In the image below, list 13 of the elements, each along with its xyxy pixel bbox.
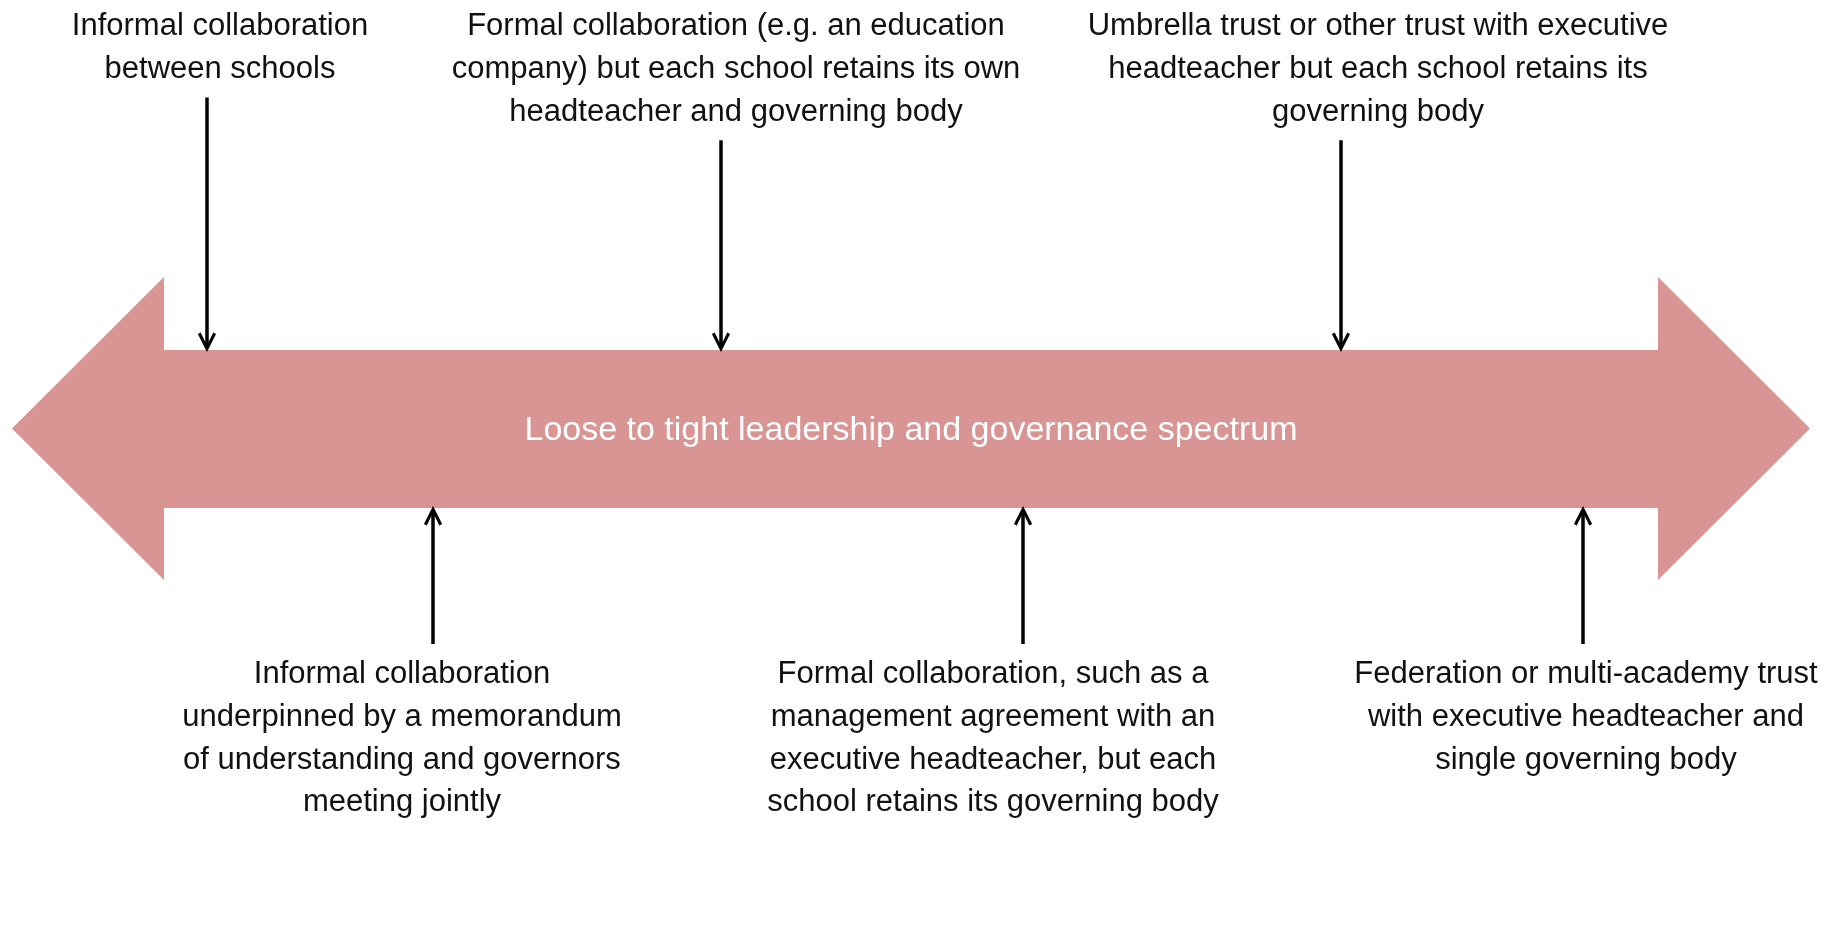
arrow	[1574, 508, 1592, 644]
arrow	[1332, 140, 1350, 350]
arrow	[1014, 508, 1032, 644]
arrow	[712, 140, 730, 350]
description-text: Informal collaboration underpinned by a memorandum of understanding and governors meeting jointly	[167, 652, 637, 824]
description-text: Informal collaboration between schools	[70, 4, 370, 90]
arrow	[424, 508, 442, 644]
description-text: Formal collaboration, such as a management agreement with an executive headteacher, but each school retains its governing body	[743, 652, 1243, 824]
description-text: Formal collaboration (e.g. an education company) but each school retains its own headteacher and governing body	[416, 4, 1056, 133]
description-text: Umbrella trust or other trust with executive headteacher but each school retains its governing body	[1078, 4, 1678, 133]
description-text: Federation or multi-academy trust with executive headteacher and single governing body	[1351, 652, 1821, 781]
arrow	[198, 97, 216, 350]
spectrum-label: Loose to tight leadership and governance spectrum	[524, 409, 1298, 448]
